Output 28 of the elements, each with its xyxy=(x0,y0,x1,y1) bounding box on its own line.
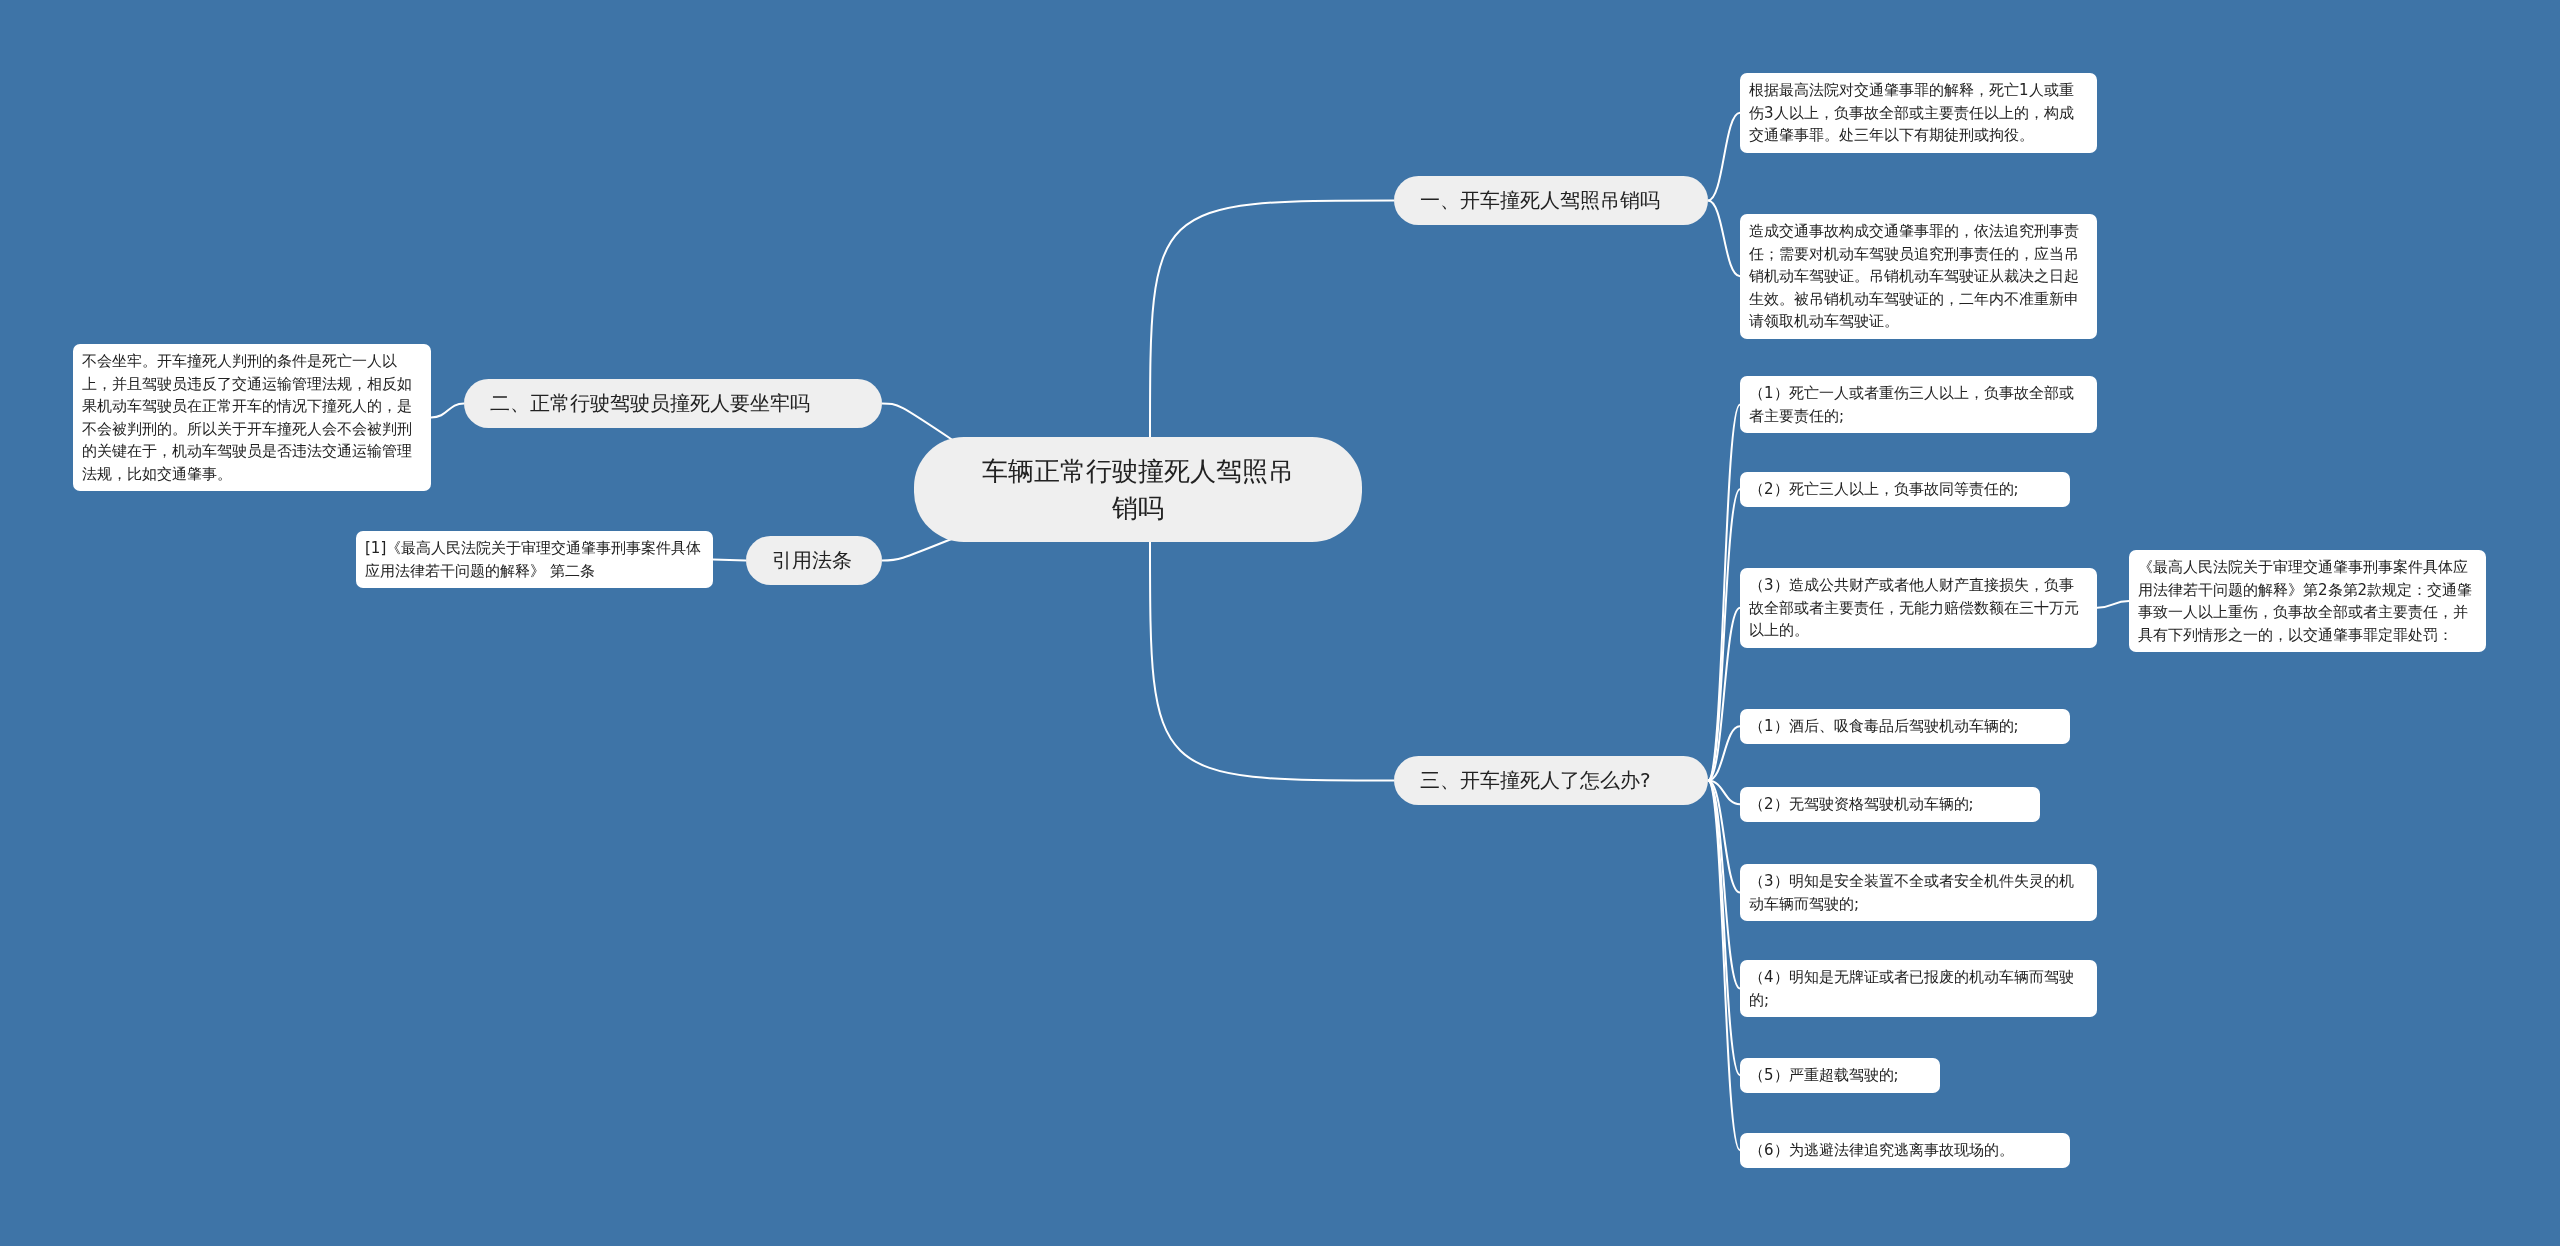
connector-line xyxy=(1707,488,1741,782)
note-card: （3）明知是安全装置不全或者安全机件失灵的机动车辆而驾驶的; xyxy=(1740,864,2097,921)
note-card: （6）为逃避法律追究逃离事故现场的。 xyxy=(1740,1133,2070,1168)
branch-topic: 一、开车撞死人驾照吊销吗 xyxy=(1394,176,1708,225)
connector-line xyxy=(1149,541,1395,782)
central-topic: 车辆正常行驶撞死人驾照吊销吗 xyxy=(914,437,1362,542)
connector-line xyxy=(2096,600,2130,609)
connector-line xyxy=(1707,199,1741,278)
note-card: [1]《最高人民法院关于审理交通肇事刑事案件具体应用法律若干问题的解释》 第二条 xyxy=(356,531,713,588)
connector-line xyxy=(430,402,465,419)
note-card: （1）酒后、吸食毒品后驾驶机动车辆的; xyxy=(1740,709,2070,744)
connector-line xyxy=(712,558,747,562)
note-card: 根据最高法院对交通肇事罪的解释，死亡1人或重伤3人以上，负事故全部或主要责任以上的，构成交通肇事罪。处三年以下有期徒刑或拘役。 xyxy=(1740,73,2097,153)
note-card: （3）造成公共财产或者他人财产直接损失，负事故全部或者主要责任，无能力赔偿数额在三十万元以上的。 xyxy=(1740,568,2097,648)
note-card: （1）死亡一人或者重伤三人以上，负事故全部或者主要责任的; xyxy=(1740,376,2097,433)
connector-line xyxy=(1707,779,1741,1152)
connector-line xyxy=(1707,111,1741,202)
connector-line xyxy=(1149,199,1395,438)
note-card: （2）无驾驶资格驾驶机动车辆的; xyxy=(1740,787,2040,822)
branch-topic: 三、开车撞死人了怎么办? xyxy=(1394,756,1708,805)
note-card: 不会坐牢。开车撞死人判刑的条件是死亡一人以上，并且驾驶员违反了交通运输管理法规，相反如果机动车驾驶员在正常开车的情况下撞死人的，是不会被判刑的。所以关于开车撞死人会不会被判刑的关键在于，机动车驾驶员是否违法交通运输管理法规，比如交通肇事。 xyxy=(73,344,431,491)
note-card: （4）明知是无牌证或者已报废的机动车辆而驾驶的; xyxy=(1740,960,2097,1017)
note-card: （2）死亡三人以上，负事故同等责任的; xyxy=(1740,472,2070,507)
note-card: （5）严重超载驾驶的; xyxy=(1740,1058,1940,1093)
branch-topic: 二、正常行驶驾驶员撞死人要坐牢吗 xyxy=(464,379,882,428)
branch-topic: 引用法条 xyxy=(746,536,882,585)
note-card: 造成交通事故构成交通肇事罪的，依法追究刑事责任；需要对机动车驾驶员追究刑事责任的，应当吊销机动车驾驶证。吊销机动车驾驶证从裁决之日起生效。被吊销机动车驾驶证的，二年内不准重新申请领取机动车驾驶证。 xyxy=(1740,214,2097,339)
note-card: 《最高人民法院关于审理交通肇事刑事案件具体应用法律若干问题的解释》第2条第2款规定：交通肇事致一人以上重伤，负事故全部或者主要责任，并具有下列情形之一的，以交通肇事罪定罪处罚： xyxy=(2129,550,2486,652)
